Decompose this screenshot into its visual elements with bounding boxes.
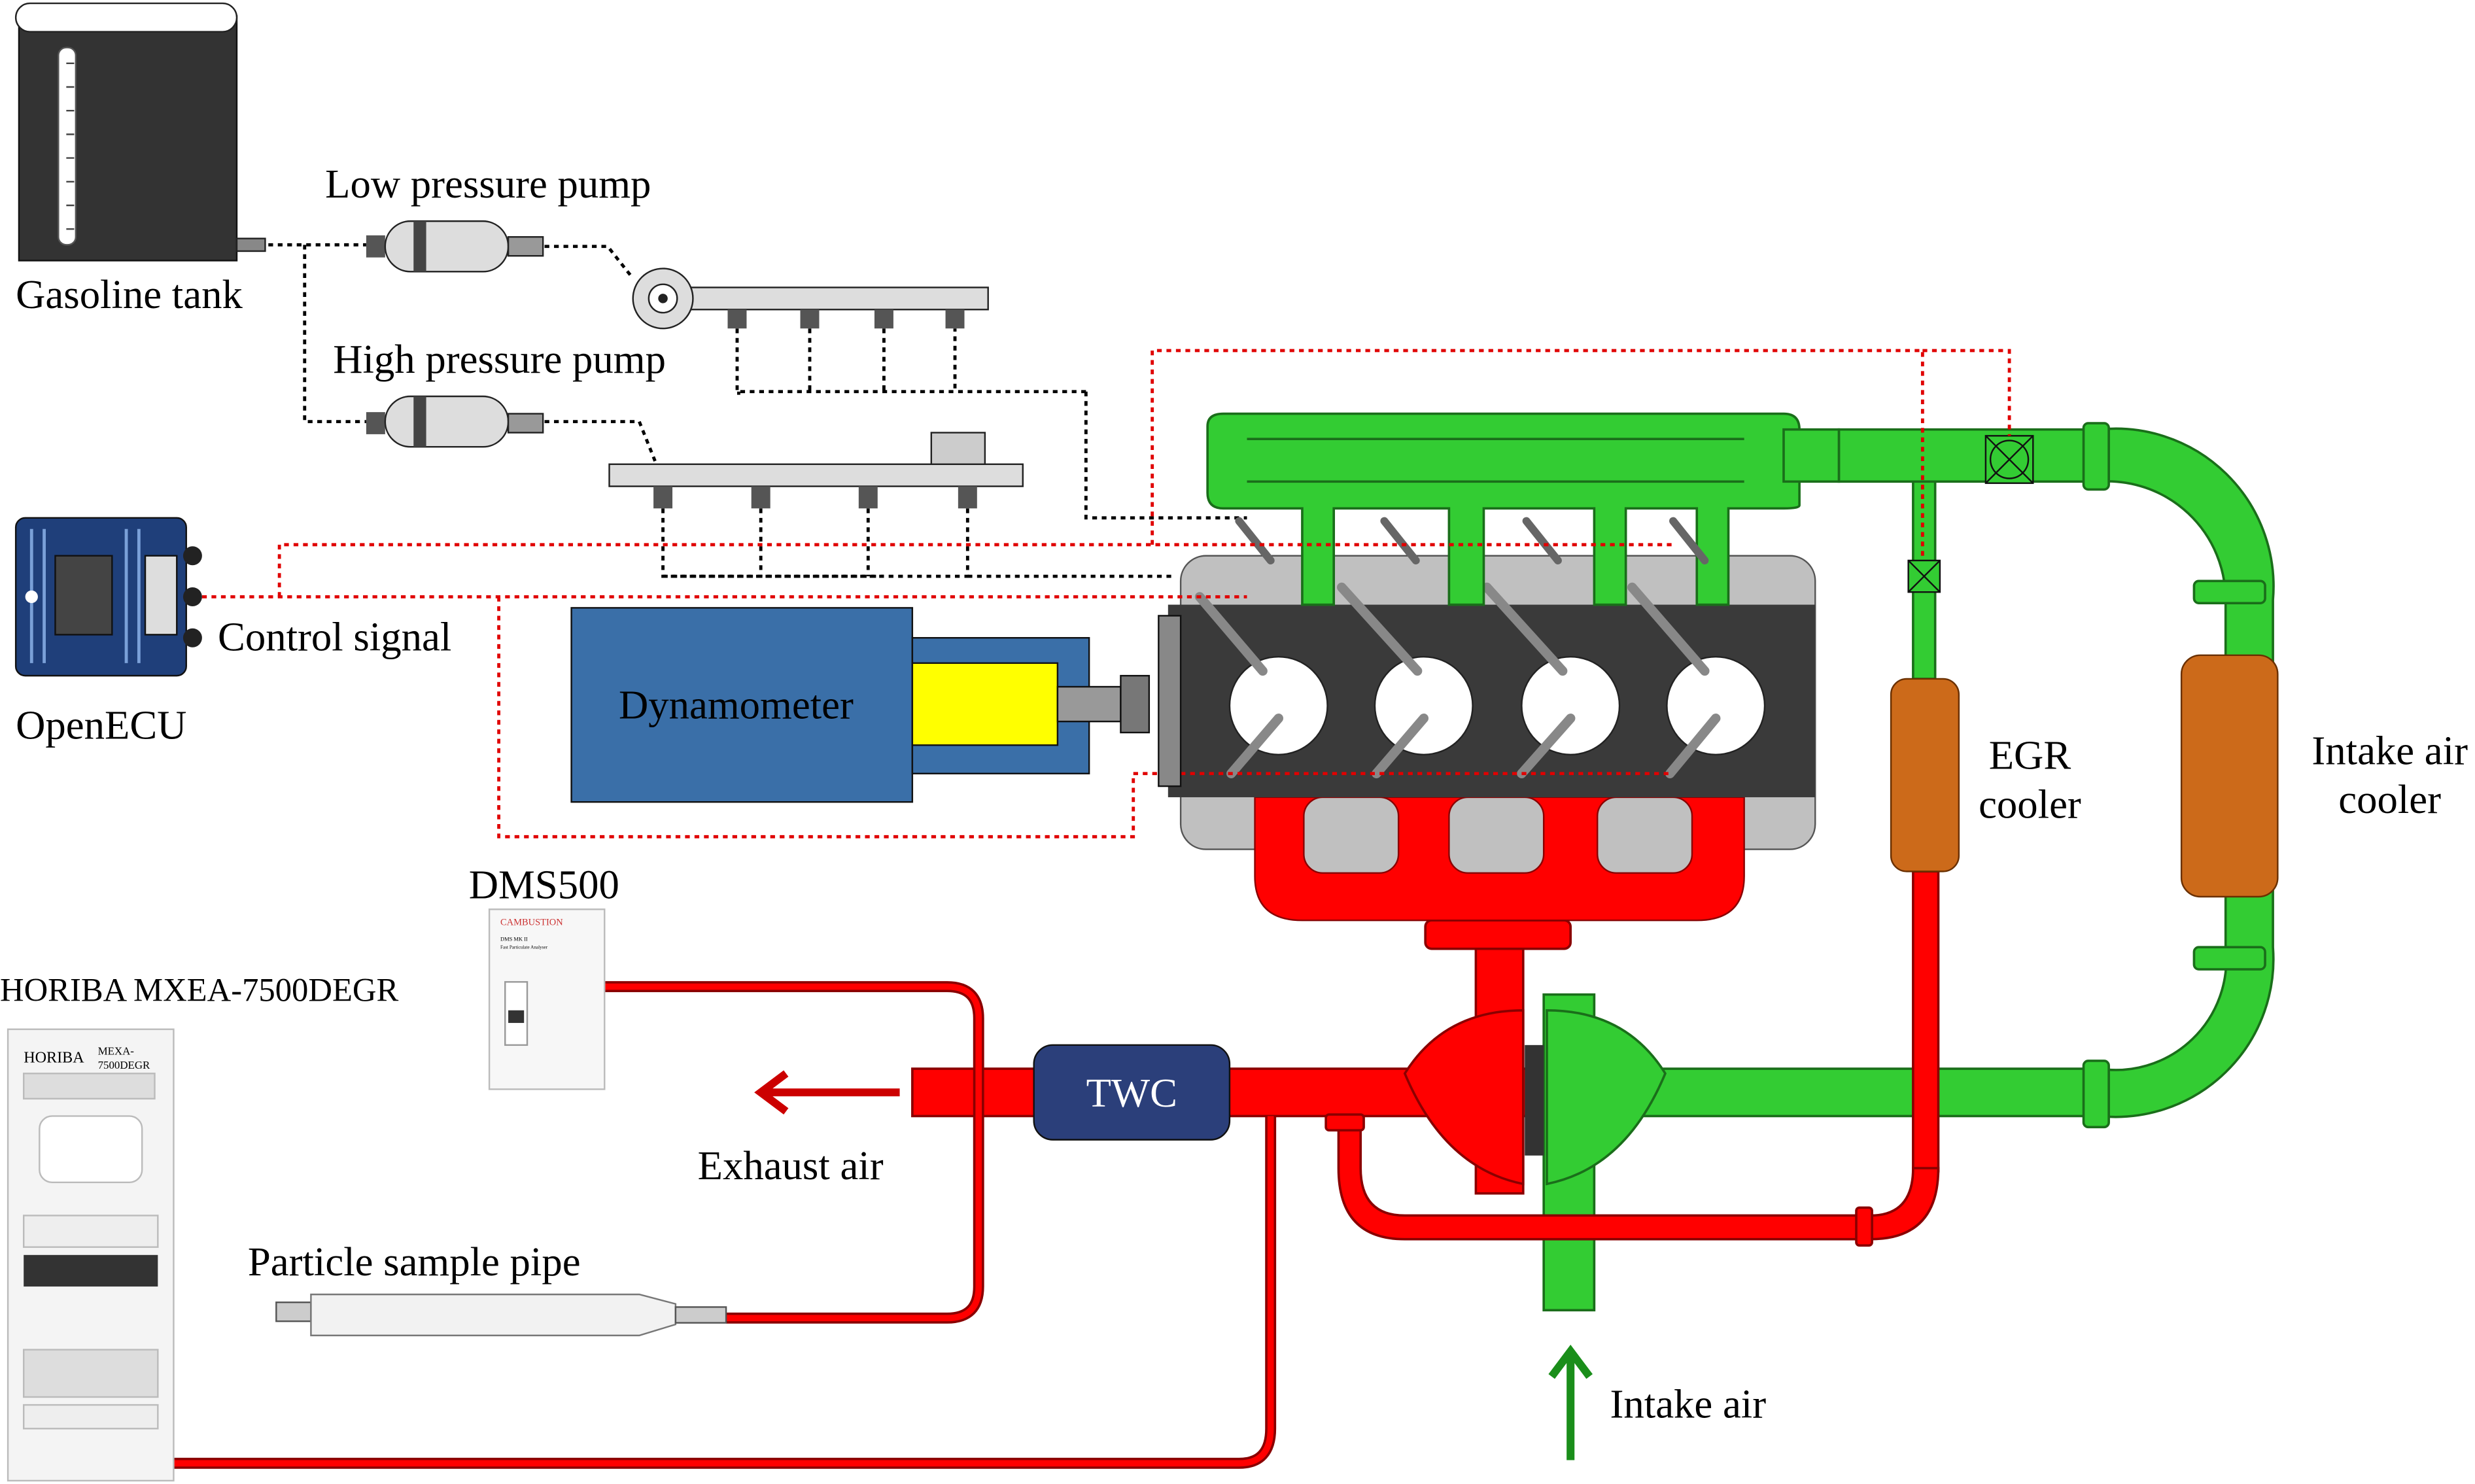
particle-sample-pipe: [275, 1293, 727, 1337]
twc-label: TWC: [1086, 1070, 1177, 1116]
gasoline-tank: [14, 2, 266, 262]
high-pressure-fuel-rail: [608, 432, 1024, 509]
port-injectors: [1235, 517, 1709, 565]
horiba-analyzer: HORIBA MEXA- 7500DEGR: [7, 1028, 175, 1482]
twc-converter: [1033, 1044, 1231, 1141]
egr-cooler: [1890, 678, 1960, 872]
turbo-shaft: [1525, 1044, 1544, 1156]
horiba-brand-text: HORIBA: [24, 1048, 84, 1066]
intake-air-cooler-label-1: Intake air: [2311, 727, 2468, 773]
low-pressure-fuel-rail: [632, 267, 989, 330]
horiba-label: HORIBA MXEA-7500DEGR: [0, 971, 398, 1008]
intake-air-cooler-label-2: cooler: [2338, 776, 2441, 822]
openecu-label: OpenECU: [16, 702, 186, 748]
control-signal-lines: [201, 349, 2011, 838]
dms-sub-text: Fast Particulate Analyser: [500, 945, 548, 950]
openecu-device: [14, 517, 202, 677]
intake-air-cooler: [2180, 654, 2279, 898]
high-pressure-pump: [366, 395, 544, 448]
intake-air-arrow-icon: [1548, 1344, 1593, 1460]
particle-sample-pipe-label: Particle sample pipe: [248, 1239, 581, 1285]
control-signal-label: Control signal: [218, 614, 451, 660]
gasoline-tank-label: Gasoline tank: [16, 271, 243, 317]
egr-valve: [1907, 559, 1941, 593]
egr-cooler-label-2: cooler: [1979, 781, 2081, 827]
dms-model-text: DMS MK II: [500, 936, 528, 942]
dms500-label: DMS500: [469, 861, 619, 907]
cambustion-logo: CAMBUSTION: [500, 917, 563, 927]
engine: [1168, 555, 1816, 922]
low-pressure-pump: [366, 220, 544, 273]
dms500-device: CAMBUSTION DMS MK II Fast Particulate An…: [488, 908, 606, 1090]
horiba-model-text-2: 7500DEGR: [98, 1059, 150, 1071]
low-pressure-pump-label: Low pressure pump: [325, 161, 651, 207]
high-pressure-pump-label: High pressure pump: [333, 336, 666, 382]
horiba-model-text-1: MEXA-: [98, 1044, 135, 1057]
egr-valve-intake: [1984, 435, 2034, 484]
fuel-lines: [268, 243, 1247, 578]
egr-cooler-label-1: EGR: [1989, 733, 2071, 778]
dynamometer-label: Dynamometer: [619, 682, 854, 727]
intake-air-label: Intake air: [1610, 1381, 1767, 1426]
exhaust-air-arrow-icon: [754, 1070, 900, 1115]
intake-manifold: [1206, 412, 1841, 606]
exhaust-system: [911, 870, 1940, 1247]
exhaust-air-label: Exhaust air: [698, 1143, 884, 1188]
dynamometer: [570, 607, 1182, 803]
